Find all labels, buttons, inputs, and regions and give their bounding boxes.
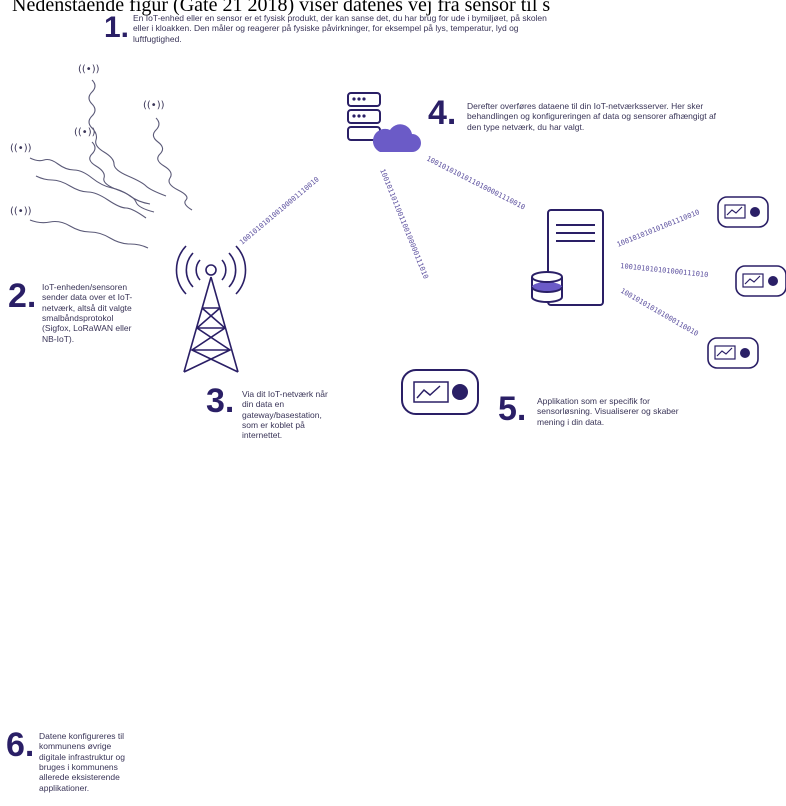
app-icon-small-1 <box>717 196 769 228</box>
step-2-number: 2. <box>8 277 37 315</box>
step-1-number: 1. <box>104 11 130 44</box>
network-server-cloud-icon <box>347 92 421 152</box>
step-5-number: 5. <box>498 390 527 428</box>
binary-line-cloud-gateway: 1001011011001100100000111010 <box>378 168 430 280</box>
binary-line-server-app2: 100101010101000111010 <box>620 262 709 279</box>
server-database-icon <box>531 209 604 306</box>
binary-line-server-app3: 100101010101000110010 <box>619 287 700 338</box>
app-icon-small-3 <box>707 337 759 369</box>
intro-text: Nedenstående figur (Gate 21 2018) viser … <box>12 0 551 16</box>
sensor-signal-icons: ((•)) ((•)) ((•)) ((•)) ((•)) <box>10 64 165 217</box>
step-3-text: Via dit IoT-netværk når din data en gate… <box>242 389 328 441</box>
step-1-text: En IoT-enhed eller en sensor er et fysis… <box>133 13 547 44</box>
binary-line-server-app1: 100101010101001110010 <box>616 208 701 249</box>
step-4-text: Derefter overføres dataene til din IoT-n… <box>467 101 717 132</box>
sensor-signal-icon: ((•)) <box>10 206 32 217</box>
step-6-text: Datene konfigureres til kommunens øvrige… <box>39 731 125 793</box>
binary-line-tower-cloud: 100101010100100001110010 <box>238 175 321 246</box>
sensor-signal-icon: ((•)) <box>74 127 96 138</box>
sensor-signal-icon: ((•)) <box>78 64 100 75</box>
application-icon <box>401 369 479 415</box>
sensor-signal-icon: ((•)) <box>10 143 32 154</box>
step-6-number: 6. <box>6 726 35 764</box>
sensor-signal-icon: ((•)) <box>143 100 165 111</box>
step-3-number: 3. <box>206 382 235 420</box>
binary-line-cloud-server: 10010101010110100001110010 <box>425 155 526 212</box>
app-icon-small-2 <box>735 265 786 297</box>
step-4-number: 4. <box>428 94 457 132</box>
step-5-text: Applikation som er specifik for sensorlø… <box>537 396 679 427</box>
sensor-wave-lines <box>29 79 193 249</box>
step-2-text: IoT-enheden/sensoren sender data over et… <box>42 282 133 344</box>
gateway-tower-icon <box>175 245 247 373</box>
